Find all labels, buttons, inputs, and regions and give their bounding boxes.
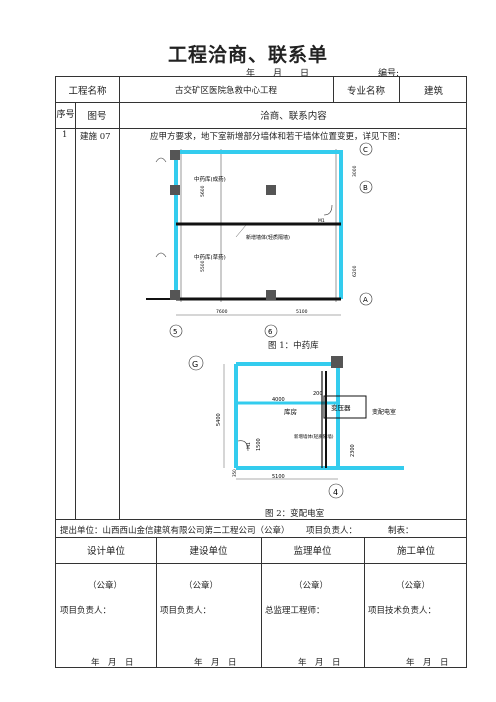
fig2-dim-350: 350 — [232, 469, 237, 477]
col-drawing-no: 图号 — [87, 111, 107, 122]
sig-owner-unit: 建设单位 — [189, 546, 228, 557]
fig1-dim-7600: 7600 — [216, 309, 228, 315]
fig1-room-bottom: 中药库(草药) — [194, 253, 226, 261]
fig2-room-storage: 库房 — [284, 407, 297, 416]
fig1-caption: 图 1：中药库 — [268, 341, 319, 351]
sig-design-unit: 设计单位 — [86, 546, 125, 557]
sig-date-2: 年 月 日 — [194, 658, 237, 668]
fig2-dim-200: 200 — [313, 391, 323, 397]
col-content: 洽商、联系内容 — [260, 111, 327, 122]
sig-seal-3: （公章） — [294, 581, 329, 591]
row-content: 应甲方要求，地下室新增部分墙体和若干墙体位置变更，详见下图： — [150, 132, 406, 142]
sig-date-1: 年 月 日 — [91, 658, 134, 668]
sig-person-3: 总监理工程师： — [265, 606, 325, 616]
fig1-wall-note: 新增墙体(轻质隔墙) — [246, 234, 290, 241]
submitter-pm: 项目负责人： — [306, 526, 358, 536]
sig-seal-1: （公章） — [88, 581, 123, 591]
sig-person-1: 项目负责人： — [60, 606, 112, 616]
fig2-door: M1 — [246, 442, 252, 449]
discipline-label: 专业名称 — [346, 85, 385, 97]
fig1-axis-5: 5 — [173, 328, 177, 336]
fig2-wall-note: 新增墙体(轻质隔墙) — [294, 433, 334, 440]
fig1-door: M1 — [318, 218, 325, 224]
project-name-label: 工程名称 — [68, 85, 107, 97]
date-label: 年 月 日 — [246, 69, 310, 79]
fig1-dim-5500: 5500 — [200, 260, 206, 272]
sig-supervision-unit: 监理单位 — [293, 546, 332, 557]
fig2-room-switchgear: 变配电室 — [372, 408, 396, 416]
fig2-room-transformer: 变压器 — [331, 403, 351, 412]
fig2-dim-2300: 2300 — [350, 444, 356, 457]
sig-seal-2: （公章） — [184, 581, 219, 591]
row-drawing-no: 建施 07 — [80, 132, 111, 142]
fig2-dim-4000: 4000 — [272, 397, 285, 403]
fig1-dim-6200: 6200 — [352, 265, 358, 277]
sig-construction-unit: 施工单位 — [396, 546, 435, 557]
fig1-axis-b: B — [363, 184, 368, 192]
fig2-dim-5400: 5400 — [216, 413, 222, 426]
discipline-value: 建筑 — [423, 85, 443, 97]
sig-date-3: 年 月 日 — [298, 658, 341, 668]
figure1-plan: 中药库(成药) 中药库(草药) 新增墙体(轻质隔墙) M1 C B A 5 6 … — [146, 142, 373, 338]
page-title: 工程洽商、联系单 — [167, 44, 328, 66]
submitter-prepared: 制表： — [388, 526, 414, 536]
fig2-caption: 图 2：变配电室 — [265, 509, 325, 519]
row-seq: 1 — [62, 130, 68, 140]
fig1-room-top: 中药库(成药) — [194, 175, 226, 183]
sig-seal-4: （公章） — [396, 581, 431, 591]
fig2-dim-5100: 5100 — [272, 474, 285, 480]
fig1-dim-5600: 5600 — [200, 185, 206, 197]
sig-person-2: 项目负责人： — [160, 606, 212, 616]
fig1-axis-6: 6 — [268, 328, 273, 336]
fig1-axis-c: C — [363, 146, 368, 154]
project-name-value: 古交矿区医院急救中心工程 — [174, 85, 277, 96]
sig-person-4: 项目技术负责人： — [368, 606, 437, 616]
figure2-plan: G 变压器 变配电室 库房 4000 200 新增墙体(轻质隔墙) M1 540… — [188, 355, 404, 499]
sig-date-4: 年 月 日 — [406, 658, 449, 668]
fig2-axis-4: 4 — [333, 488, 338, 497]
fig1-dim-5100: 5100 — [296, 309, 308, 315]
contact-form: 工程名称 古交矿区医院急救中心工程 专业名称 建筑 序号 图号 洽商、联系内容 … — [55, 76, 467, 668]
fig2-dim-1500: 1500 — [256, 438, 262, 451]
col-seq: 序号 — [56, 109, 75, 120]
fig1-axis-a: A — [363, 296, 368, 304]
number-label: 编号: — [378, 69, 400, 79]
fig2-axis-g: G — [192, 360, 198, 369]
fig1-dim-3000: 3000 — [352, 165, 358, 177]
submitter-unit: 提出单位：山西西山金信建筑有限公司第二工程公司（公章） — [60, 526, 290, 536]
